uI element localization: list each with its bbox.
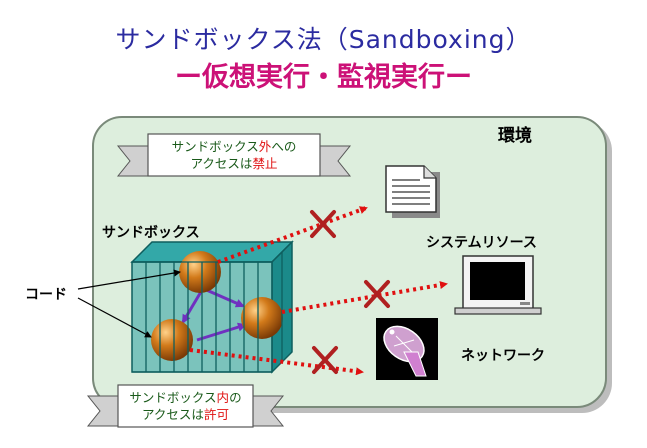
banner-top-emph: 外 [258,139,272,154]
monitor-icon [454,255,542,315]
banner-bottom-word3: アクセスは [142,407,204,422]
cage-bars [132,252,283,373]
document-icon [385,165,440,218]
code-ball-3 [151,319,193,361]
banner-bottom-word1: サンドボックス [129,390,217,405]
satellite-dish-icon [376,318,438,380]
banner-bottom-emph: 内 [216,390,230,405]
code-ball-2 [241,297,283,339]
system-resource-label: システムリソース [426,235,537,251]
banner-top-word3: アクセスは [190,156,253,171]
banner-bottom-allowed: 許可 [203,407,229,422]
banner-bottom [86,384,285,428]
banner-top [116,133,352,177]
code-label: コード [25,287,67,303]
banner-top-word1: サンドボックス [171,139,259,154]
cross-icon [310,210,390,374]
title-line1: サンドボックス法（Sandboxing） [115,25,532,54]
blocked-access-arrows [189,206,448,376]
environment-label: 環境 [498,126,532,146]
network-label: ネットワーク [461,348,545,364]
banner-top-forbidden: 禁止 [252,156,278,171]
sandbox-label: サンドボックス [102,225,200,241]
banner-top-word2: への [271,139,297,154]
banner-bottom-word2: の [229,390,242,405]
banner-top-text: サンドボックス外への アクセスは禁止 [148,138,320,172]
title-line2: ー仮想実行・監視実行ー [175,62,472,93]
code-ball-1 [179,251,221,293]
banner-bottom-text: サンドボックス内の アクセスは許可 [118,389,253,423]
